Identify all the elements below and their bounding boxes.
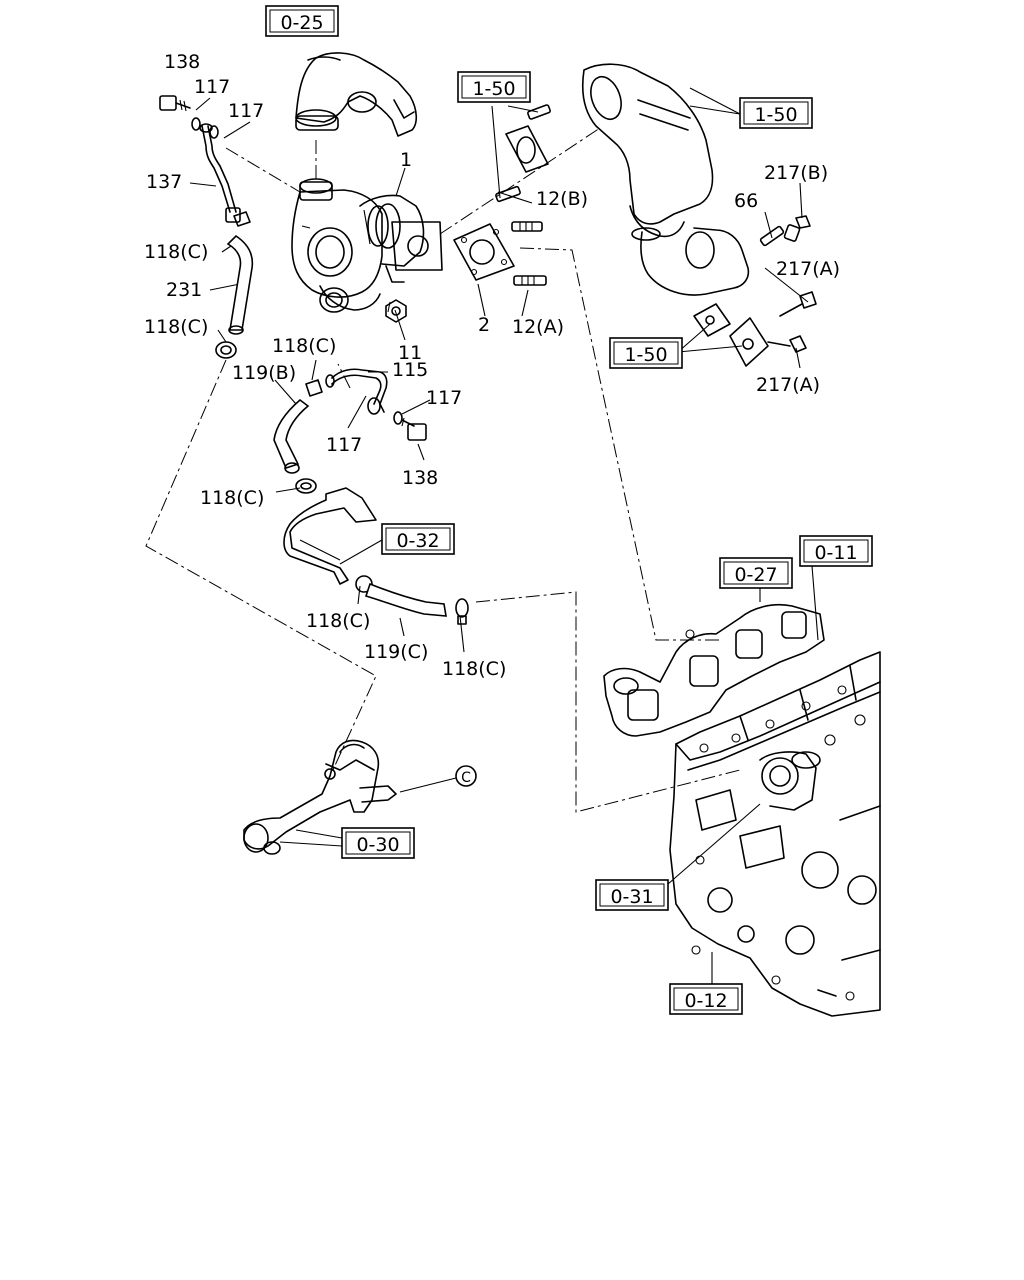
washer-117-c xyxy=(367,397,381,415)
label-119b[interactable]: 119(B) xyxy=(232,362,296,384)
label-117-c[interactable]: 117 xyxy=(426,387,462,409)
bolt-217b xyxy=(783,215,811,242)
ref-0-11-text: 0-11 xyxy=(814,542,857,564)
oil-pipe-115 xyxy=(325,368,388,413)
stud-66 xyxy=(759,225,785,247)
ref-0-31-text: 0-31 xyxy=(610,886,653,908)
ref-box-0-12[interactable]: 0-12 xyxy=(669,983,743,1015)
label-115[interactable]: 115 xyxy=(392,359,428,381)
clamp-118c-6 xyxy=(455,598,469,625)
ref-box-0-25[interactable]: 0-25 xyxy=(265,5,339,37)
label-2[interactable]: 2 xyxy=(478,314,490,336)
exhaust-pipe-part xyxy=(581,63,750,296)
label-117-d[interactable]: 117 xyxy=(326,434,362,456)
ref-0-32-text: 0-32 xyxy=(396,530,439,552)
turbocharger-part xyxy=(291,178,443,313)
ref-box-0-32[interactable]: 0-32 xyxy=(381,523,455,555)
washer-117-d xyxy=(393,411,403,425)
nut-11 xyxy=(385,299,407,323)
water-pipe-032 xyxy=(283,487,377,585)
exhaust-gasket-top xyxy=(495,104,551,203)
washer-117-a xyxy=(191,117,201,131)
label-118c-1[interactable]: 118(C) xyxy=(144,241,208,263)
ref-0-12-text: 0-12 xyxy=(684,990,727,1012)
label-138-top[interactable]: 138 xyxy=(164,51,200,73)
intake-elbow-part xyxy=(295,52,418,137)
label-119c[interactable]: 119(C) xyxy=(364,641,428,663)
label-118c-5[interactable]: 118(C) xyxy=(306,610,370,632)
stud-12b xyxy=(511,221,543,232)
bolt-217a-1 xyxy=(779,291,817,317)
hose-119c xyxy=(364,582,447,617)
stud-12a xyxy=(513,275,547,286)
ref-box-1-50-right[interactable]: 1-50 xyxy=(739,97,813,129)
ref-1-50-right-text: 1-50 xyxy=(754,104,797,126)
water-outlet-pipe-030 xyxy=(243,739,397,855)
ref-0-30-text: 0-30 xyxy=(356,834,399,856)
label-117-b[interactable]: 117 xyxy=(228,100,264,122)
label-217a-1[interactable]: 217(A) xyxy=(776,258,840,280)
hose-231 xyxy=(226,234,254,335)
clamp-118c-1 xyxy=(233,211,251,227)
engine-block-part xyxy=(669,651,881,1017)
label-66[interactable]: 66 xyxy=(734,190,758,212)
bolt-138-top xyxy=(159,95,191,112)
label-137[interactable]: 137 xyxy=(146,171,182,193)
label-118c-3[interactable]: 118(C) xyxy=(272,335,336,357)
circle-callout-c[interactable]: C xyxy=(399,765,477,793)
ref-box-1-50-bottom[interactable]: 1-50 xyxy=(609,337,683,369)
circle-c-text: C xyxy=(461,770,471,786)
ref-0-27-text: 0-27 xyxy=(734,564,777,586)
part-labels: 138 117 117 1 137 118(C) 231 118(C) 12(B… xyxy=(144,51,840,680)
label-1[interactable]: 1 xyxy=(400,149,412,171)
label-118c-2[interactable]: 118(C) xyxy=(144,316,208,338)
ref-1-50-top-text: 1-50 xyxy=(472,78,515,100)
ref-box-1-50-top[interactable]: 1-50 xyxy=(457,71,531,103)
ref-box-0-27[interactable]: 0-27 xyxy=(719,557,793,589)
clamp-118c-4 xyxy=(295,478,317,494)
bolt-138-bottom xyxy=(401,417,427,441)
ref-1-50-bottom-text: 1-50 xyxy=(624,344,667,366)
ref-box-0-30[interactable]: 0-30 xyxy=(341,827,415,859)
exhaust-manifold-027 xyxy=(603,603,825,737)
ref-0-25-text: 0-25 xyxy=(280,12,323,34)
clamp-118c-3 xyxy=(305,379,323,397)
label-231[interactable]: 231 xyxy=(166,279,202,301)
hose-119b xyxy=(273,398,310,474)
label-217a-2[interactable]: 217(A) xyxy=(756,374,820,396)
ref-box-0-31[interactable]: 0-31 xyxy=(595,879,669,911)
label-118c-6[interactable]: 118(C) xyxy=(442,658,506,680)
exhaust-bracket-bottom xyxy=(693,303,769,367)
clamp-118c-2 xyxy=(215,341,237,359)
label-117-a[interactable]: 117 xyxy=(194,76,230,98)
label-12a[interactable]: 12(A) xyxy=(512,316,564,338)
label-11[interactable]: 11 xyxy=(398,342,422,364)
ref-box-0-11[interactable]: 0-11 xyxy=(799,535,873,567)
label-12b[interactable]: 12(B) xyxy=(536,188,588,210)
label-217b[interactable]: 217(B) xyxy=(764,162,828,184)
oil-pipe-137 xyxy=(199,123,241,223)
gasket-2 xyxy=(453,223,515,281)
label-118c-4[interactable]: 118(C) xyxy=(200,487,264,509)
label-138-bottom[interactable]: 138 xyxy=(402,467,438,489)
bolt-217a-2 xyxy=(767,335,807,353)
